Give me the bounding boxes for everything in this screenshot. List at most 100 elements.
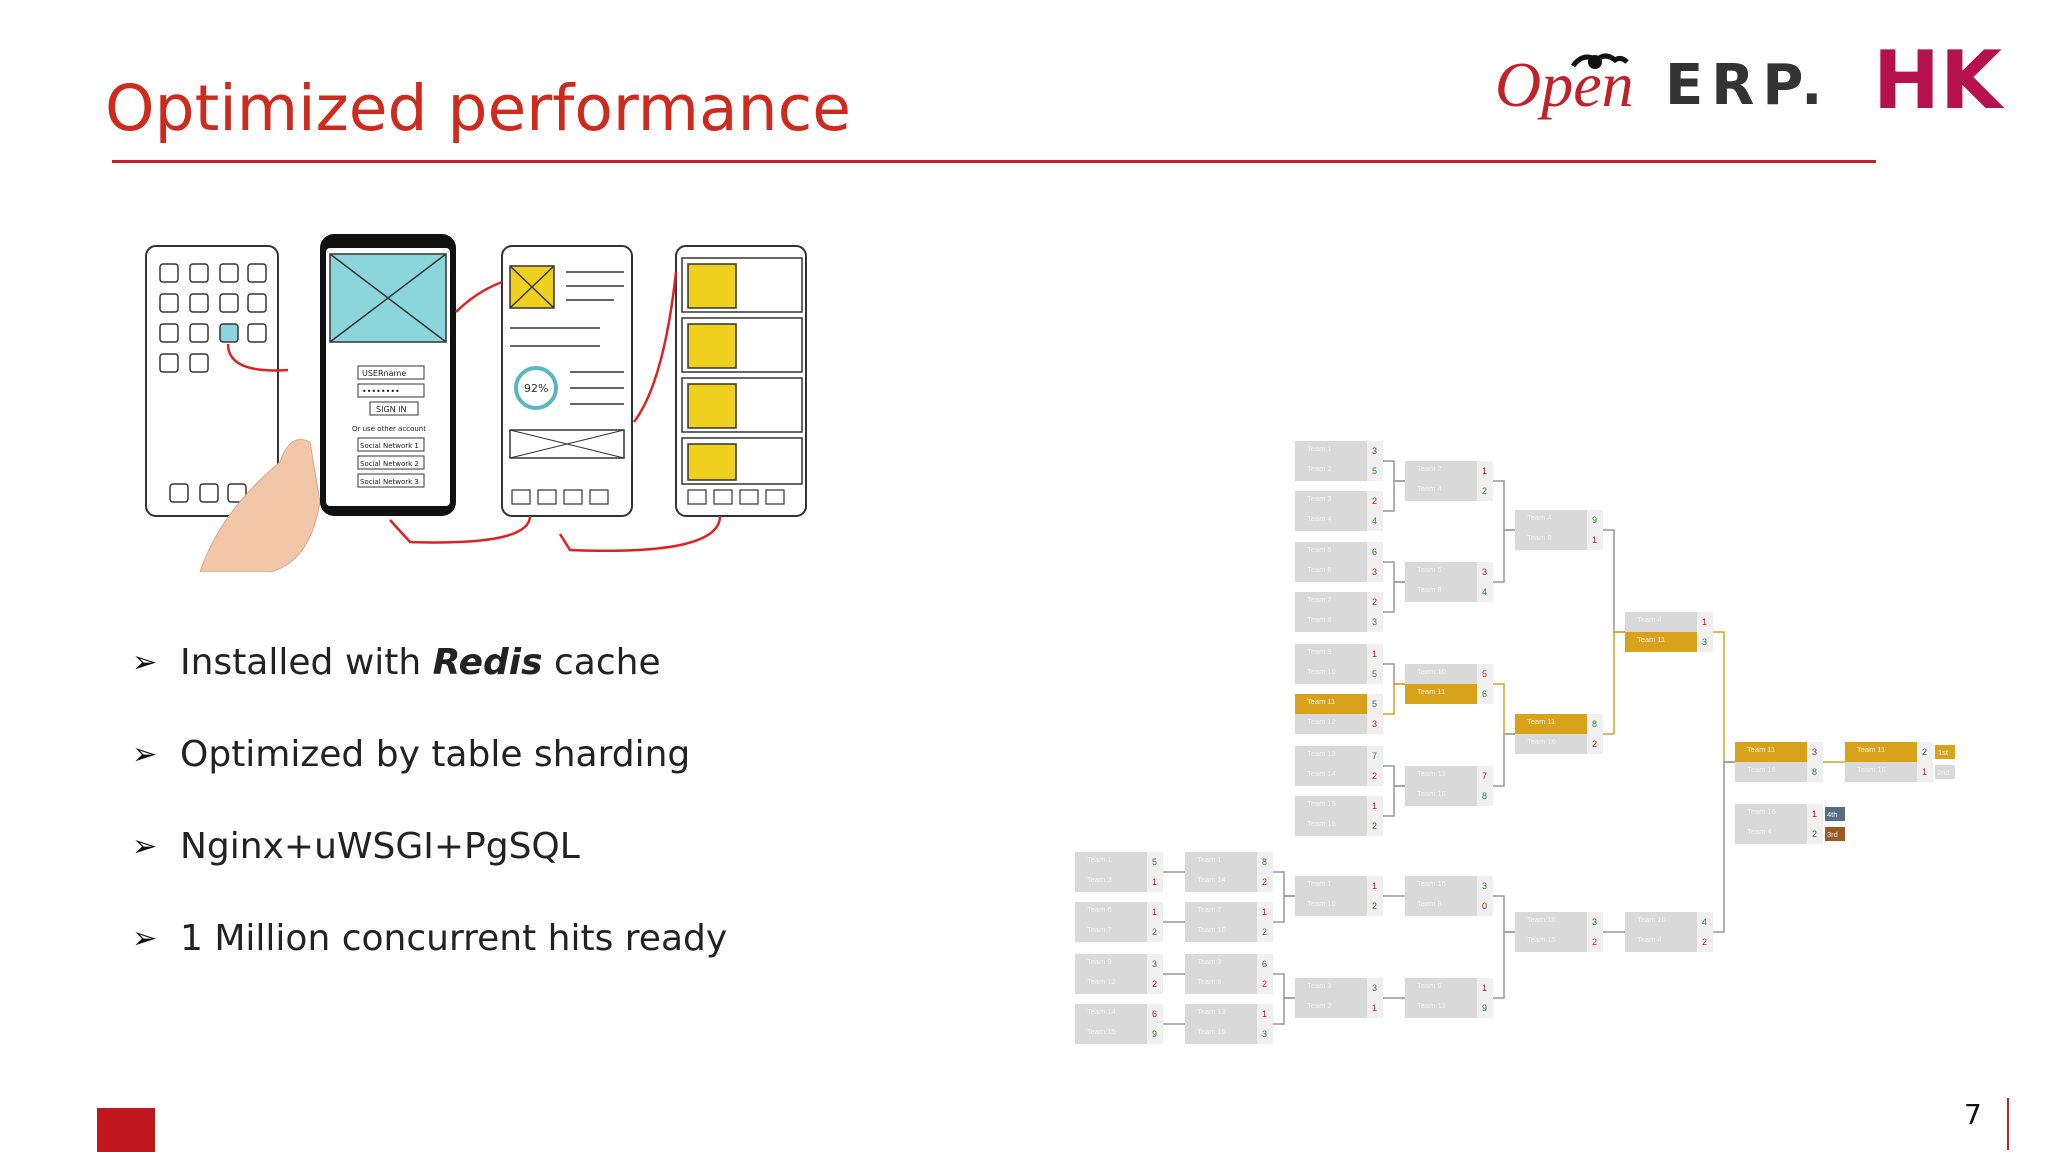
bracket-score: 2 bbox=[1262, 979, 1267, 989]
bracket-score: 1 bbox=[1372, 801, 1377, 811]
bracket-score: 7 bbox=[1372, 751, 1377, 761]
bracket-score-cell bbox=[1367, 542, 1383, 562]
bracket-team-name: Team 9 bbox=[1307, 647, 1332, 656]
bracket-team-name: Team 11 bbox=[1527, 717, 1555, 726]
bracket-team-cell bbox=[1515, 734, 1587, 754]
bracket-score-cell bbox=[1147, 1004, 1163, 1024]
bracket-score: 2 bbox=[1372, 821, 1377, 831]
bracket-team-name: Team 15 bbox=[1307, 799, 1336, 808]
bracket-team-cell bbox=[1075, 1004, 1147, 1024]
bracket-team-cell bbox=[1075, 852, 1147, 872]
bracket-team-name: Team 2 bbox=[1307, 464, 1332, 473]
bracket-score: 3 bbox=[1372, 983, 1377, 993]
bullet-item: ➢ Installed with Redis cache bbox=[132, 642, 661, 683]
bracket-score-cell bbox=[1257, 1004, 1273, 1024]
bracket-team-name: Team 13 bbox=[1197, 1007, 1226, 1016]
bracket-score-cell bbox=[1147, 974, 1163, 994]
bracket-score-cell bbox=[1587, 734, 1603, 754]
bracket-score-cell bbox=[1367, 766, 1383, 786]
bracket-team-name: Team 11 bbox=[1747, 745, 1775, 754]
bracket-score-cell bbox=[1697, 932, 1713, 952]
place-3rd-badge bbox=[1825, 827, 1845, 841]
bracket-team-name: Team 16 bbox=[1307, 819, 1336, 828]
bracket-team-name: Team 2 bbox=[1307, 1001, 1332, 1010]
place-3rd-label: 3rd bbox=[1827, 830, 1838, 839]
bracket-team-name: Team 13 bbox=[1307, 749, 1336, 758]
bracket-team-name: Team 14 bbox=[1087, 1007, 1116, 1016]
bracket-team-name: Team 8 bbox=[1417, 585, 1442, 594]
bracket-score-cell bbox=[1477, 896, 1493, 916]
bracket-team-name: Team 7 bbox=[1197, 905, 1222, 914]
bullet-item: ➢ Optimized by table sharding bbox=[132, 734, 691, 775]
bracket-score-cell bbox=[1477, 766, 1493, 786]
bullet-item: ➢ Nginx+uWSGI+PgSQL bbox=[132, 826, 580, 867]
bracket-team-name: Team 9 bbox=[1087, 957, 1112, 966]
bracket-team-cell bbox=[1295, 592, 1367, 612]
bracket-score-cell bbox=[1807, 762, 1823, 782]
bracket-score-cell bbox=[1477, 978, 1493, 998]
bracket-team-name: Team 1 bbox=[1197, 855, 1222, 864]
bracket-connector bbox=[1383, 663, 1405, 685]
bracket-score-cell bbox=[1367, 876, 1383, 896]
bracket-score: 5 bbox=[1152, 857, 1157, 867]
bracket-connector bbox=[1383, 460, 1405, 482]
bracket-team-cell bbox=[1845, 762, 1917, 782]
bracket-connector bbox=[1383, 683, 1405, 715]
bullet-arrow-icon: ➢ bbox=[132, 645, 158, 680]
bracket-team-cell bbox=[1295, 714, 1367, 734]
bracket-team-cell bbox=[1295, 491, 1367, 511]
bracket-team-name: Team 5 bbox=[1307, 545, 1332, 554]
bracket-team-name: Team 4 bbox=[1637, 935, 1662, 944]
bracket-score-cell bbox=[1587, 932, 1603, 952]
bracket-team-cell bbox=[1625, 612, 1697, 632]
bracket-score: 8 bbox=[1262, 857, 1267, 867]
bracket-team-cell bbox=[1075, 954, 1147, 974]
bracket-score: 5 bbox=[1372, 669, 1377, 679]
bracket-score-cell bbox=[1587, 530, 1603, 550]
mobile-wireframe-illustration: USERname •••••••• SIGN IN Or use other a… bbox=[145, 234, 807, 572]
bracket-score-cell bbox=[1477, 582, 1493, 602]
bracket-team-cell bbox=[1295, 694, 1367, 714]
bracket-team-name: Team 3 bbox=[1087, 875, 1112, 884]
wf-social-2: Social Network 2 bbox=[360, 460, 419, 468]
bracket-team-cell bbox=[1405, 481, 1477, 501]
bracket-team-cell bbox=[1845, 742, 1917, 762]
bracket-connector bbox=[1713, 631, 1735, 763]
place-4th-badge bbox=[1825, 807, 1845, 821]
bracket-team-name: Team 9 bbox=[1197, 977, 1222, 986]
bracket-score: 1 bbox=[1262, 907, 1267, 917]
bracket-team-cell bbox=[1405, 562, 1477, 582]
bracket-score-cell bbox=[1697, 912, 1713, 932]
bracket-connector bbox=[1383, 561, 1405, 583]
bracket-team-cell bbox=[1295, 766, 1367, 786]
title-underline bbox=[112, 160, 1876, 163]
bullet-arrow-icon: ➢ bbox=[132, 921, 158, 956]
bracket-score: 4 bbox=[1372, 516, 1377, 526]
bracket-score: 3 bbox=[1812, 747, 1817, 757]
logo-hk: HK bbox=[1873, 34, 2005, 127]
bracket-score: 2 bbox=[1482, 486, 1487, 496]
bracket-team-cell bbox=[1735, 804, 1807, 824]
bracket-team-cell bbox=[1295, 816, 1367, 836]
bracket-team-name: Team 8 bbox=[1417, 899, 1442, 908]
bracket-score-cell bbox=[1257, 954, 1273, 974]
bracket-score: 3 bbox=[1702, 637, 1707, 647]
bracket-team-cell bbox=[1515, 932, 1587, 952]
bracket-team-name: Team 8 bbox=[1527, 533, 1552, 542]
bracket-score: 2 bbox=[1812, 829, 1817, 839]
wf-social-3: Social Network 3 bbox=[360, 478, 419, 486]
bracket-team-name: Team 1 bbox=[1307, 879, 1332, 888]
bracket-team-name: Team 16 bbox=[1417, 789, 1446, 798]
footer-red-square bbox=[97, 1108, 155, 1152]
bracket-connector bbox=[1603, 631, 1625, 735]
bracket-score-cell bbox=[1477, 664, 1493, 684]
slide-title: Optimized performance bbox=[105, 72, 851, 145]
place-1st-badge bbox=[1935, 745, 1955, 759]
bracket-team-name: Team 6 bbox=[1087, 905, 1112, 914]
bracket-score-cell bbox=[1147, 954, 1163, 974]
bracket-team-name: Team 5 bbox=[1417, 565, 1442, 574]
bracket-team-cell bbox=[1075, 902, 1147, 922]
bracket-score: 8 bbox=[1592, 719, 1597, 729]
bracket-score-cell bbox=[1697, 632, 1713, 652]
bracket-score-cell bbox=[1367, 746, 1383, 766]
